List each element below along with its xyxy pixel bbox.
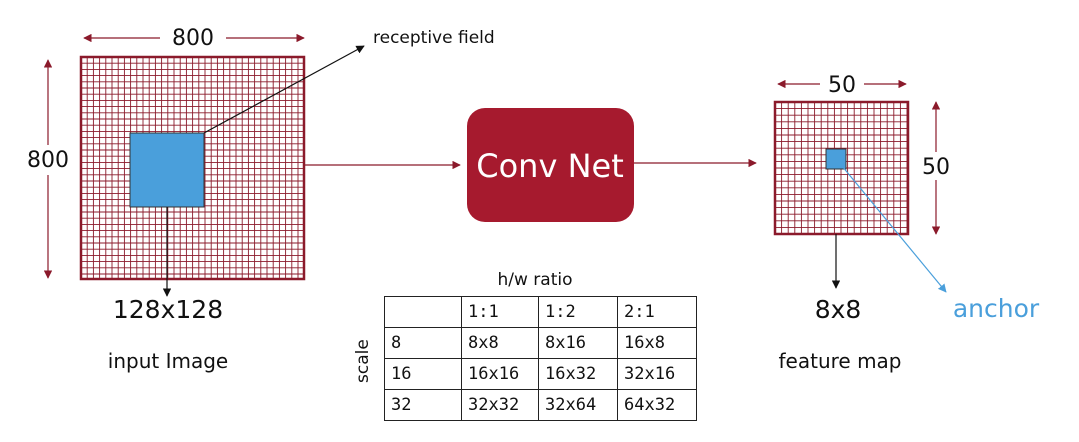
scale-cell: 32 <box>384 389 462 421</box>
anchor-size-cell: 8x16 <box>538 327 618 359</box>
input-width-label: 800 <box>172 26 214 51</box>
cell-size-label: 8x8 <box>815 295 862 324</box>
anchor-size-cell: 8x8 <box>461 327 539 359</box>
scale-header-label: scale <box>353 339 373 383</box>
feature-width-label: 50 <box>828 73 856 98</box>
anchor-size-cell: 16x16 <box>461 358 539 390</box>
anchor-size-cell: 32x16 <box>617 358 697 390</box>
ratio-cell: 1:2 <box>538 296 618 328</box>
scale-cell: 16 <box>384 358 462 390</box>
input-image-caption: input Image <box>108 349 228 373</box>
scale-cell: 8 <box>384 327 462 359</box>
anchor-size-cell: 32x32 <box>461 389 539 421</box>
conv-net-block <box>467 108 634 222</box>
receptive-field-arrow <box>203 45 365 134</box>
table-corner-cell <box>384 296 462 328</box>
anchor-arrow <box>841 165 947 293</box>
table-row: 8 8x8 8x16 16x8 <box>384 327 697 359</box>
table-header-row: 1:1 1:2 2:1 <box>384 296 697 328</box>
conv-net-label: Conv Net <box>476 147 623 185</box>
anchor-size-cell: 64x32 <box>617 389 697 421</box>
feature-height-label: 50 <box>922 155 950 180</box>
anchor-cell <box>825 148 847 170</box>
table-row: 32 32x32 32x64 64x32 <box>384 389 697 421</box>
anchor-label: anchor <box>953 294 1040 323</box>
anchor-table: 1:1 1:2 2:1 8 8x8 8x16 16x8 16 16x16 16x… <box>384 296 697 421</box>
table-row: 16 16x16 16x32 32x16 <box>384 358 697 390</box>
patch-size-label: 128x128 <box>113 295 223 324</box>
anchor-size-cell: 16x32 <box>538 358 618 390</box>
receptive-field-patch <box>129 132 205 208</box>
feature-map-caption: feature map <box>779 349 902 373</box>
ratio-cell: 1:1 <box>461 296 539 328</box>
ratio-header-label: h/w ratio <box>497 270 573 290</box>
anchor-size-cell: 32x64 <box>538 389 618 421</box>
ratio-cell: 2:1 <box>617 296 697 328</box>
anchor-size-cell: 16x8 <box>617 327 697 359</box>
input-height-label: 800 <box>27 148 69 173</box>
receptive-field-label: receptive field <box>373 28 495 48</box>
